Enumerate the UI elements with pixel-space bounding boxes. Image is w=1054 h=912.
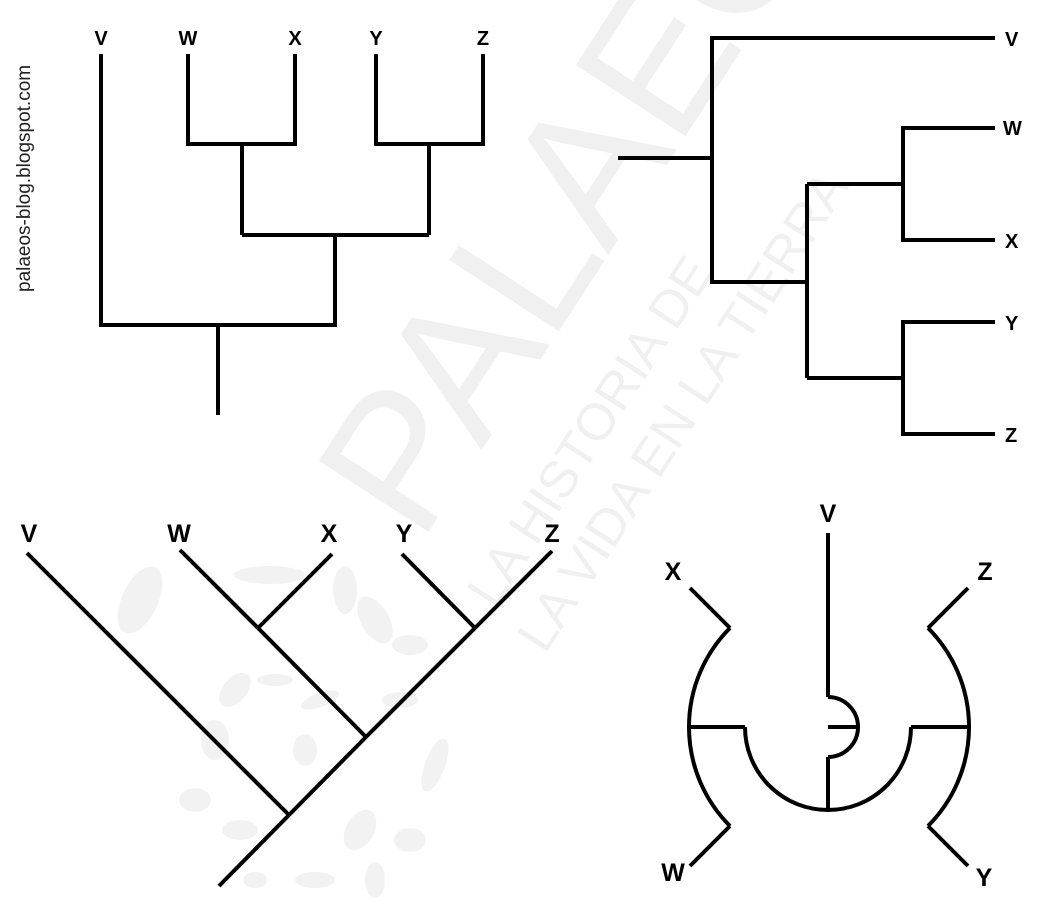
tip-label-v: V xyxy=(94,28,108,50)
tip-label-y: Y xyxy=(976,864,993,892)
tip-label-z: Z xyxy=(1005,425,1017,447)
tip-label-y: Y xyxy=(1005,313,1019,335)
tip-label-w: W xyxy=(661,859,685,887)
tip-label-v: V xyxy=(1005,29,1019,51)
branch-wx xyxy=(256,626,368,739)
tip-label-y: Y xyxy=(396,520,413,548)
branch-crown xyxy=(287,735,368,817)
branch-y-z xyxy=(901,320,995,436)
tip-label-v: V xyxy=(820,500,837,528)
tip-label-x: X xyxy=(288,28,302,50)
watermark: PALAEOS LA HISTORIA DE LA VIDA EN LA TIE… xyxy=(117,0,930,898)
branch-yz xyxy=(364,626,477,739)
yz-arc xyxy=(926,626,971,828)
crown-arc xyxy=(743,726,913,812)
branch-y xyxy=(926,824,970,868)
circular-cladogram: V X Z W Y xyxy=(661,500,992,892)
branch-x xyxy=(256,552,334,630)
branch-w xyxy=(688,824,732,868)
watermark-silhouettes xyxy=(117,566,449,898)
tip-label-x: X xyxy=(321,520,338,548)
slanted-cladogram: V W X Y Z xyxy=(21,520,560,888)
branch-z xyxy=(473,549,554,630)
branch-w xyxy=(178,548,260,630)
branch-v-crown xyxy=(99,54,337,327)
tip-label-w: W xyxy=(1003,118,1022,140)
tip-label-z: Z xyxy=(544,520,559,548)
branch-w-x xyxy=(186,54,297,146)
tip-label-v: V xyxy=(21,520,38,548)
tip-label-z: Z xyxy=(477,28,489,50)
branch-root xyxy=(217,813,291,888)
tip-label-w: W xyxy=(179,28,198,50)
tip-label-z: Z xyxy=(977,558,992,586)
rectangular-cladogram-horizontal: V W X Y Z xyxy=(618,29,1022,447)
tip-label-y: Y xyxy=(369,28,383,50)
branch-x xyxy=(688,586,732,630)
credit-text: palaeos-blog.blogspot.com xyxy=(14,65,35,292)
branch-w-x xyxy=(901,126,995,242)
branch-v xyxy=(25,551,291,817)
branch-v-crown xyxy=(710,36,995,284)
tip-label-x: X xyxy=(1005,231,1019,253)
branch-y-z xyxy=(374,54,485,146)
tip-label-w: W xyxy=(167,520,191,548)
branch-z xyxy=(926,586,970,630)
rectangular-cladogram-vertical: V W X Y Z xyxy=(94,28,489,415)
tip-label-x: X xyxy=(665,558,682,586)
wx-arc xyxy=(687,626,732,828)
branch-y xyxy=(400,552,477,630)
